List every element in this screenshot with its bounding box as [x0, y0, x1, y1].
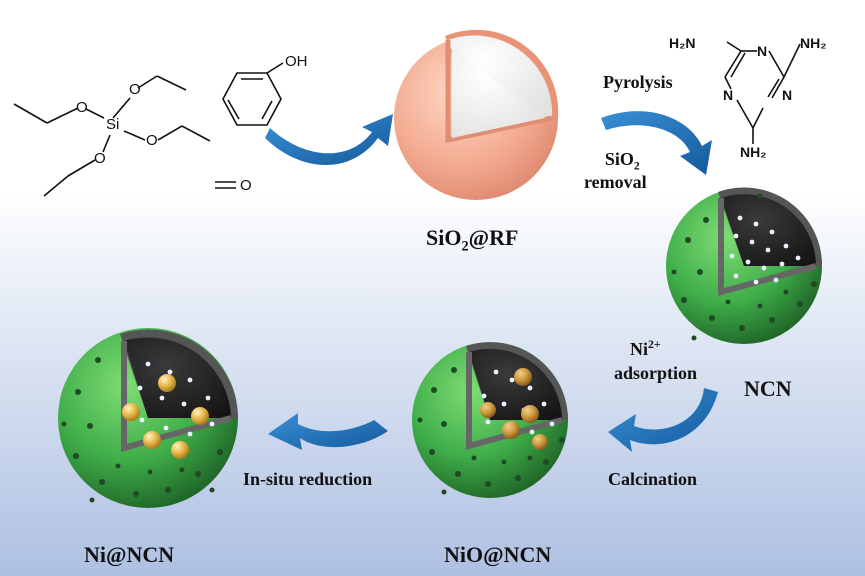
label-sio2-rf: SiO2@RF [426, 225, 519, 255]
melamine-n-left: N [723, 87, 734, 103]
arrow-reduction [268, 413, 388, 450]
melamine-n-right: N [782, 87, 793, 103]
melamine-n-top: N [757, 43, 768, 59]
teos-o-atom-bottom: O [94, 150, 106, 167]
teos-o-atom-left: O [76, 99, 88, 116]
label-ncn: NCN [744, 376, 792, 401]
arrow-pyrolysis [601, 111, 712, 175]
melamine-nh2-left: H₂N [669, 35, 696, 51]
label-ni-adsorption: Ni2+ adsorption [614, 338, 698, 383]
phenol-oh-group: OH [285, 53, 308, 70]
melamine-nh2-right: NH₂ [800, 35, 827, 51]
label-nio-ncn: NiO@NCN [444, 542, 552, 567]
ni-ncn-sphere [58, 328, 238, 508]
label-in-situ-reduction: In-situ reduction [243, 469, 373, 489]
phenol-molecule [222, 62, 284, 126]
label-ni-ncn: Ni@NCN [84, 542, 175, 567]
teos-si-atom: Si [106, 116, 120, 133]
melamine-nh2-bottom: NH₂ [740, 144, 767, 160]
arrow-calcination [608, 388, 718, 452]
arrow-to-sio2rf [265, 114, 393, 166]
nio-ncn-sphere [412, 342, 568, 498]
formaldehyde-molecule [215, 181, 236, 189]
sio2-rf-sphere [394, 29, 559, 200]
label-calcination: Calcination [608, 469, 698, 489]
teos-o-atom-right: O [146, 132, 158, 149]
teos-molecule [13, 75, 211, 197]
teos-o-atom-top: O [129, 81, 141, 98]
label-pyrolysis: Pyrolysis [603, 72, 673, 92]
ncn-sphere [666, 187, 823, 344]
label-sio2-removal: SiO2 removal [584, 149, 647, 192]
formaldehyde-o-atom: O [240, 177, 252, 194]
melamine-molecule [724, 41, 801, 144]
